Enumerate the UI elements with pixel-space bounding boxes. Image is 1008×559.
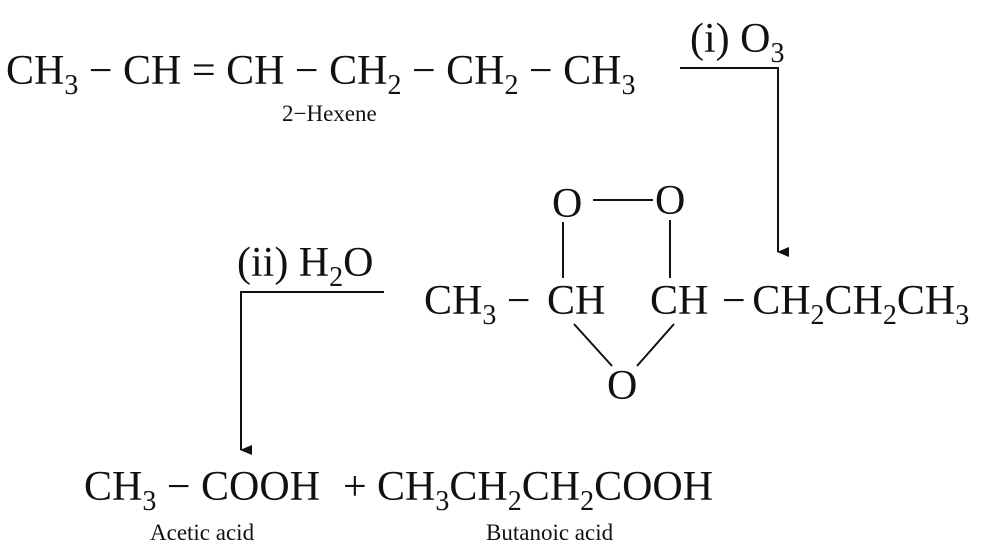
- product-acetic-acid-name: Acetic acid: [150, 520, 255, 545]
- ozonide-bond-lower-right: [636, 323, 675, 367]
- reactant-name: 2−Hexene: [282, 101, 377, 126]
- product-acetic-acid-formula: CH3 − COOH: [84, 464, 320, 517]
- ozonide-bond-lower-left: [573, 323, 613, 367]
- ozonide-right-group: − CH2CH2CH3: [722, 278, 969, 331]
- step2-arrow: [240, 291, 384, 455]
- ozonide-o-right: O: [655, 178, 685, 224]
- reactant-formula: CH3 − CH = CH − CH2 − CH2 − CH3: [6, 48, 636, 101]
- product-plus-sign: +: [343, 464, 367, 510]
- step1-reagent: (i) O3: [690, 16, 784, 69]
- ozonide-o-left: O: [552, 181, 582, 227]
- product-butanoic-acid-name: Butanoic acid: [486, 520, 614, 545]
- product-butanoic-acid-formula: CH3CH2CH2COOH: [377, 464, 713, 517]
- step2-reagent: (ii) H2O: [237, 240, 374, 293]
- ozonide-right-ch: CH: [650, 278, 708, 324]
- ozonide-o-bottom: O: [607, 363, 637, 409]
- ozonide-left-group: CH3 −: [424, 278, 531, 331]
- step1-arrow: [680, 67, 789, 257]
- ozonide-left-ch: CH: [547, 278, 605, 324]
